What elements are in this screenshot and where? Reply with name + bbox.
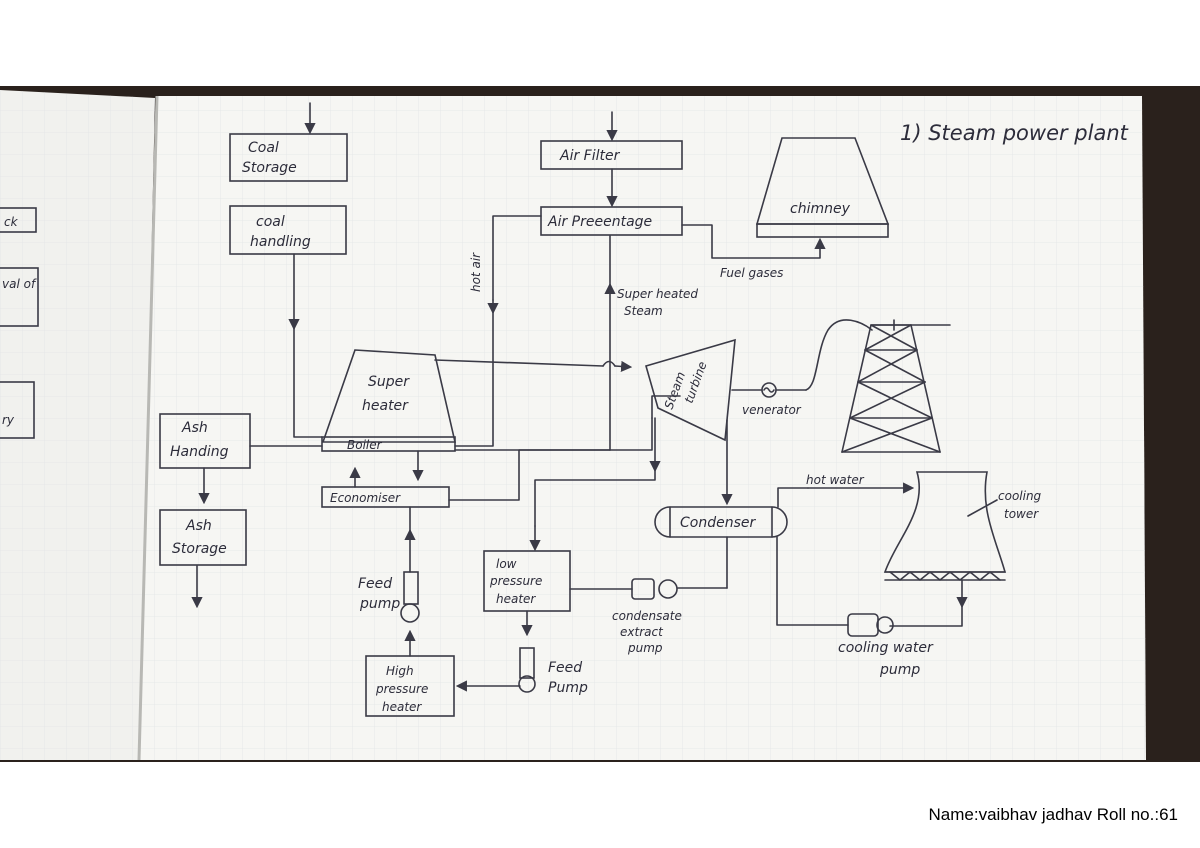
svg-text:Condenser: Condenser xyxy=(680,515,756,531)
superheated-steam-label: Super heated xyxy=(617,287,698,301)
svg-text:venerator: venerator xyxy=(742,403,802,417)
fuel-gases-label: Fuel gases xyxy=(720,266,783,280)
low-pressure-heater: low pressure heater xyxy=(483,550,571,612)
svg-text:pressure: pressure xyxy=(375,682,428,696)
footer-name-roll: Name:vaibhav jadhav Roll no.:61 xyxy=(928,805,1178,824)
svg-text:Feed: Feed xyxy=(358,576,392,592)
svg-text:Ash: Ash xyxy=(181,420,208,436)
svg-text:Ash: Ash xyxy=(185,518,212,534)
svg-text:pressure: pressure xyxy=(489,574,542,588)
right-page xyxy=(137,95,1146,761)
svg-text:cooling water: cooling water xyxy=(838,640,934,656)
ash-storage: Ash Storage xyxy=(159,509,247,566)
svg-text:Handing: Handing xyxy=(170,444,229,460)
cooling-tower: cooling tower xyxy=(883,471,1042,581)
left-page: ck val of ry xyxy=(0,90,155,760)
svg-text:heater: heater xyxy=(496,592,536,606)
svg-text:Air Preeentage: Air Preeentage xyxy=(547,214,652,230)
svg-text:Pump: Pump xyxy=(548,680,588,696)
condensate-extract-pump: condensate extract pump xyxy=(612,578,682,655)
hot-water-label: hot water xyxy=(806,473,865,487)
svg-text:Steam: Steam xyxy=(624,304,663,318)
svg-text:tower: tower xyxy=(1004,507,1039,521)
svg-text:Coal: Coal xyxy=(248,140,279,156)
hot-air-label: hot air xyxy=(469,252,483,292)
svg-text:handling: handling xyxy=(250,234,311,250)
svg-text:Boiler: Boiler xyxy=(347,438,383,452)
svg-text:coal: coal xyxy=(256,214,285,230)
left-fragment-2: val of xyxy=(2,277,37,291)
svg-text:cooling: cooling xyxy=(998,489,1042,503)
svg-text:Storage: Storage xyxy=(242,160,297,176)
coal-handling: coal handling xyxy=(229,205,347,255)
svg-text:Super: Super xyxy=(368,374,410,390)
svg-text:extract: extract xyxy=(620,625,664,639)
svg-text:Feed: Feed xyxy=(548,660,582,676)
diagram-title: 1) Steam power plant xyxy=(900,121,1129,145)
svg-text:chimney: chimney xyxy=(790,201,851,217)
ash-handling: Ash Handing xyxy=(159,413,251,469)
feed-pump-left: Feed pump xyxy=(358,571,420,623)
feed-pump-right: Feed Pump xyxy=(518,647,588,696)
super-heater: Super heater xyxy=(321,349,457,443)
boiler: Boiler xyxy=(321,436,456,452)
svg-text:pump: pump xyxy=(627,641,663,655)
svg-text:heater: heater xyxy=(382,700,422,714)
condenser: Condenser xyxy=(654,506,788,538)
high-pressure-heater: High pressure heater xyxy=(365,655,455,717)
chimney: chimney xyxy=(755,137,890,238)
cooling-water-pump: cooling water pump xyxy=(838,613,934,678)
svg-text:condensate: condensate xyxy=(612,609,682,623)
left-fragment-1: ck xyxy=(4,215,19,229)
left-fragment-3: ry xyxy=(2,413,15,427)
svg-text:Air Filter: Air Filter xyxy=(559,148,621,164)
economiser: Economiser xyxy=(321,486,450,508)
svg-text:heater: heater xyxy=(362,398,409,414)
svg-text:Economiser: Economiser xyxy=(330,491,401,505)
svg-text:High: High xyxy=(386,664,414,678)
svg-text:low: low xyxy=(496,557,517,571)
svg-text:pump: pump xyxy=(879,662,920,678)
coal-storage: Coal Storage xyxy=(229,133,348,182)
generator: venerator xyxy=(731,319,873,417)
svg-text:pump: pump xyxy=(359,596,400,612)
transmission-tower-icon xyxy=(841,319,951,453)
svg-text:Storage: Storage xyxy=(172,541,227,557)
